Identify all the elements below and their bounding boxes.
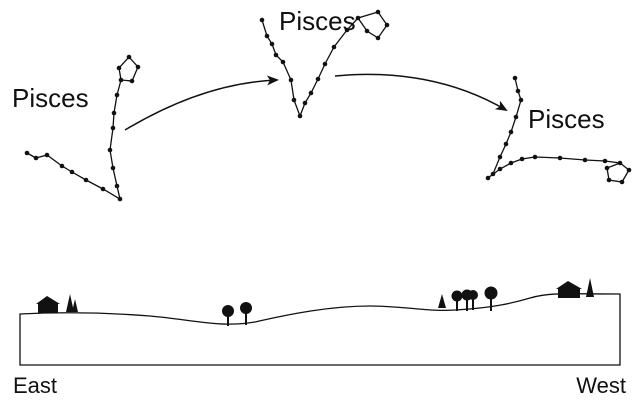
barn-icon (556, 281, 582, 298)
motion-arrow-left (124, 75, 279, 131)
pine-tree-right-icon (586, 278, 594, 297)
horizon-landscape (19, 293, 621, 366)
house-icon (36, 296, 60, 313)
trees-icon (222, 302, 252, 326)
label-east: East (13, 373, 57, 398)
pisces-constellation-middle (259, 9, 390, 119)
pisces-constellation-left (24, 54, 141, 202)
pine-trees-icon (66, 294, 78, 312)
label-west: West (576, 373, 626, 398)
label-pisces-right: Pisces (528, 104, 605, 134)
motion-arrow-right (334, 73, 508, 112)
pisces-constellation-right (485, 75, 632, 185)
label-pisces-middle: Pisces (279, 6, 356, 36)
label-pisces-left: Pisces (12, 83, 89, 113)
tree-grove-icon (438, 286, 498, 311)
